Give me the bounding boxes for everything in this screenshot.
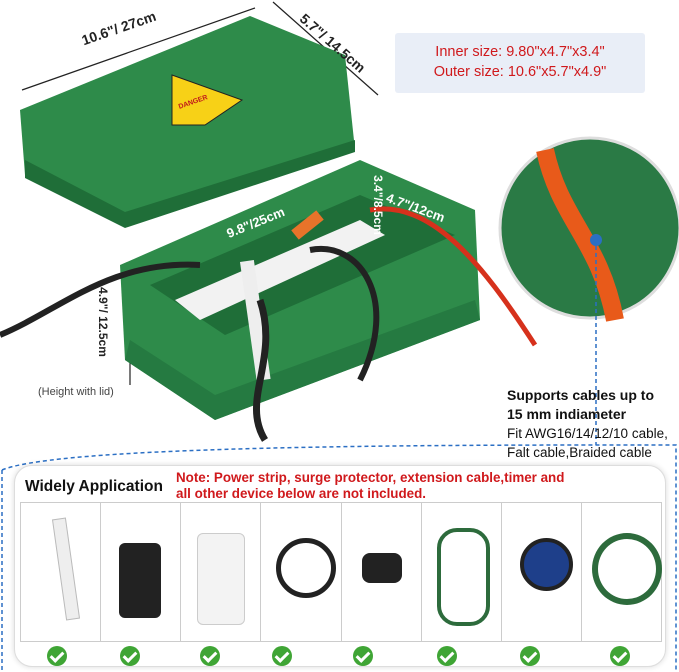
supports-title-1: Supports cables up to — [507, 387, 655, 403]
box-base — [120, 160, 480, 420]
box-lid — [20, 16, 355, 228]
item-outdoor-timer — [101, 503, 182, 641]
outer-size: Outer size: 10.6"x5.7"x4.9" — [433, 64, 607, 80]
check-icon — [610, 646, 630, 666]
inner-depth-label: 3.4"/8.5cm — [370, 175, 385, 235]
height-note: (Height with lid) — [38, 386, 114, 398]
danger-sticker — [171, 74, 244, 126]
detail-zoom-circle — [498, 136, 679, 320]
supports-line-2: Falt cable,Braided cable — [507, 445, 652, 460]
red-cable — [369, 206, 538, 347]
check-icon — [120, 646, 140, 666]
not-included-note: Note: Power strip, surge protector, exte… — [176, 470, 656, 502]
size-info-box: Inner size: 9.80"x4.7"x3.4" Outer size: … — [395, 33, 645, 93]
note-line-2: all other device below are not included. — [176, 486, 427, 501]
dashed-frame — [1, 444, 677, 672]
check-icon — [437, 646, 457, 666]
note-line-1: Note: Power strip, surge protector, exte… — [176, 470, 565, 485]
application-grid — [20, 502, 662, 642]
supports-line-1: Fit AWG16/14/12/10 cable, — [507, 426, 668, 441]
lid-length-arrow — [21, 7, 256, 91]
application-title: Widely Application — [25, 478, 163, 495]
check-icon — [520, 646, 540, 666]
check-icon — [272, 646, 292, 666]
item-cord-reel — [502, 503, 582, 641]
inner-size: Inner size: 9.80"x4.7"x3.4" — [435, 44, 605, 60]
item-splitter-cord — [342, 503, 422, 641]
item-mechanical-timer — [181, 503, 262, 641]
item-extension-cords — [422, 503, 502, 641]
cable-support-info: Supports cables up to 15 mm indiameter F… — [507, 386, 679, 462]
check-icon — [47, 646, 67, 666]
check-icon — [353, 646, 373, 666]
black-cable — [0, 261, 201, 338]
item-smart-plug — [261, 503, 342, 641]
check-icon — [200, 646, 220, 666]
height-label: 4.9"/ 12.5cm — [95, 287, 110, 357]
item-green-extension-cord — [582, 503, 662, 641]
item-power-strip — [21, 503, 102, 641]
supports-title-2: 15 mm indiameter — [507, 406, 627, 422]
